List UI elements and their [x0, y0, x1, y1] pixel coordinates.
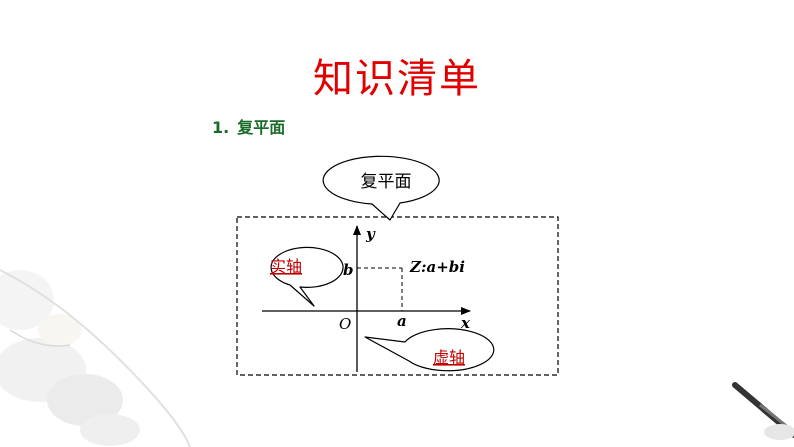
brush-decoration [732, 382, 794, 440]
flower-decoration [0, 269, 191, 447]
top-callout-label: 复平面 [361, 172, 412, 192]
section-number: 1. [212, 118, 230, 137]
top-callout: 复平面 [322, 155, 440, 221]
section-title: 复平面 [237, 118, 286, 137]
point-y-label: b [343, 261, 354, 279]
imag-axis-callout: 虚轴 [364, 328, 495, 372]
x-axis-label: x [460, 314, 471, 332]
section-heading: 1. 复平面 [212, 114, 285, 138]
point-x-label: a [397, 312, 407, 330]
point-label: Z:a+bi [409, 258, 465, 276]
real-axis-callout-label: 实轴 [270, 257, 302, 276]
real-axis-callout: 实轴 [270, 246, 344, 307]
origin-label: O [339, 315, 351, 333]
plane-frame [236, 216, 559, 376]
slide-title: 知识清单 [313, 56, 481, 102]
imag-axis-callout-label: 虚轴 [433, 348, 465, 367]
y-axis-label: y [365, 225, 376, 243]
